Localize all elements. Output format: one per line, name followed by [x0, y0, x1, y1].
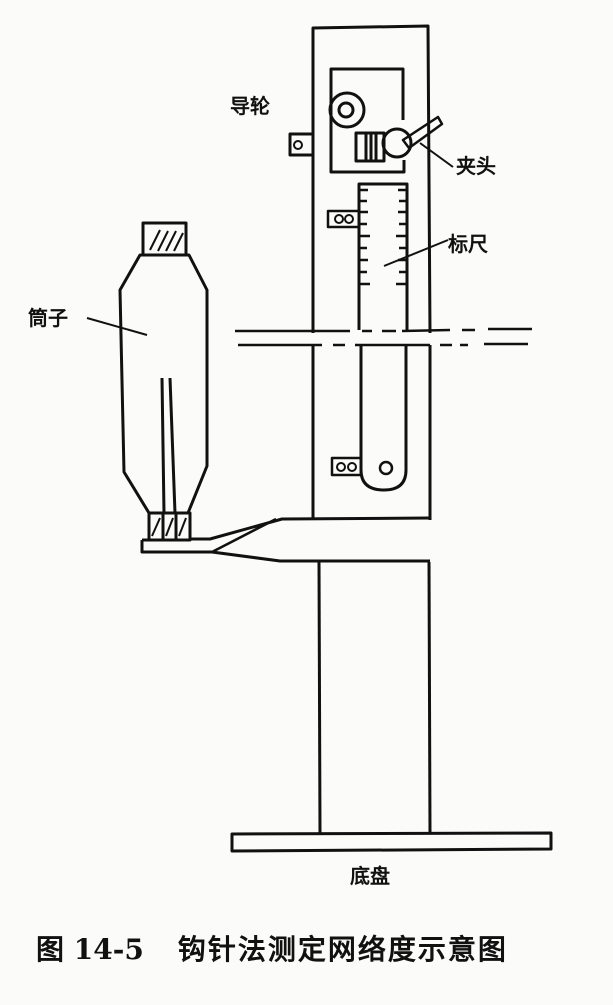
label-scale-ruler: 标尺: [448, 232, 488, 256]
break-lines: [235, 327, 532, 347]
guide-wheel-housing: [288, 67, 454, 174]
upright-column: [311, 24, 432, 835]
label-guide-wheel: 导轮: [230, 94, 270, 118]
bobbin: [86, 221, 209, 542]
clamp-head: [381, 127, 413, 159]
base-plate: [230, 831, 553, 853]
label-clamp-head: 夹头: [456, 154, 496, 178]
support-arm: [140, 516, 431, 563]
guide-wheel: [328, 91, 366, 129]
figure-caption: 图 14-5 钩针法测定网络度示意图: [36, 928, 508, 968]
label-bobbin: 筒子: [28, 306, 68, 330]
figure-title: 钩针法测定网络度示意图: [177, 933, 508, 966]
figure-number: 图 14-5: [36, 933, 144, 966]
scale-ruler: [326, 182, 449, 492]
label-base-plate: 底盘: [350, 864, 390, 888]
